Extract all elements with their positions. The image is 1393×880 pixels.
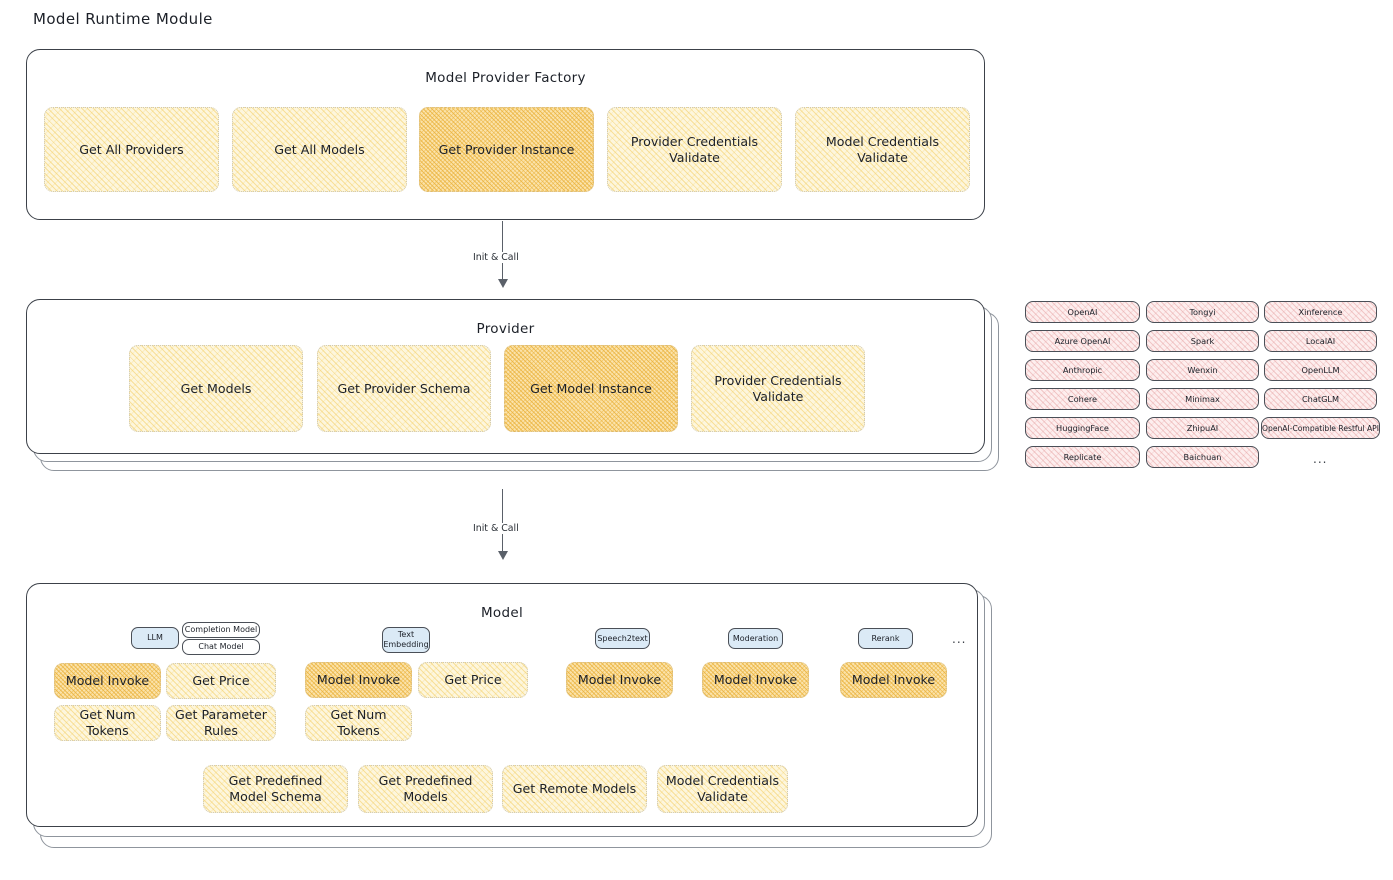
provider-title: Provider — [476, 321, 535, 337]
model-common-node-get-predefined-model-schema[interactable]: Get Predefined Model Schema — [203, 765, 348, 813]
llm-node-get-price[interactable]: Get Price — [166, 663, 276, 699]
provider-pill-cohere[interactable]: Cohere — [1025, 388, 1140, 410]
factory-node-get-all-providers[interactable]: Get All Providers — [44, 107, 219, 192]
provider-pill-anthropic[interactable]: Anthropic — [1025, 359, 1140, 381]
provider-node-provider-credentials-validate[interactable]: Provider Credentials Validate — [691, 345, 865, 432]
model-subtype-badge-completion-model[interactable]: Completion Model — [182, 622, 260, 638]
text-embedding-node-model-invoke[interactable]: Model Invoke — [305, 662, 412, 698]
text-embedding-node-get-num-tokens[interactable]: Get Num Tokens — [305, 705, 412, 741]
provider-pill-replicate[interactable]: Replicate — [1025, 446, 1140, 468]
factory-node-get-provider-instance[interactable]: Get Provider Instance — [419, 107, 594, 192]
llm-node-get-parameter-rules[interactable]: Get Parameter Rules — [166, 705, 276, 741]
provider-pill-openai-compatible-restful-api[interactable]: OpenAI-Compatible Restful API — [1261, 417, 1380, 439]
model-common-node-get-predefined-models[interactable]: Get Predefined Models — [358, 765, 493, 813]
model-common-node-model-credentials-validate[interactable]: Model Credentials Validate — [657, 765, 788, 813]
provider-pill-openllm[interactable]: OpenLLM — [1264, 359, 1377, 381]
arrow-provider-to-model-line — [502, 489, 504, 555]
text-embedding-node-get-price[interactable]: Get Price — [418, 662, 528, 698]
factory-node-model-credentials-validate[interactable]: Model Credentials Validate — [795, 107, 970, 192]
provider-node-get-models[interactable]: Get Models — [129, 345, 303, 432]
provider-node-get-provider-schema[interactable]: Get Provider Schema — [317, 345, 491, 432]
arrow-factory-to-provider-label: Init & Call — [470, 252, 522, 263]
provider-pill-azure-openai[interactable]: Azure OpenAI — [1025, 330, 1140, 352]
arrow-provider-to-model-label: Init & Call — [470, 523, 522, 534]
model-type-badge-moderation[interactable]: Moderation — [728, 628, 783, 649]
provider-pill-baichuan[interactable]: Baichuan — [1146, 446, 1259, 468]
page-title: Model Runtime Module — [33, 10, 213, 28]
arrow-provider-to-model-head — [498, 551, 508, 560]
factory-node-get-all-models[interactable]: Get All Models — [232, 107, 407, 192]
moderation-node-model-invoke[interactable]: Model Invoke — [702, 662, 809, 698]
provider-pill-minimax[interactable]: Minimax — [1146, 388, 1259, 410]
provider-pill-zhipuai[interactable]: ZhipuAI — [1146, 417, 1259, 439]
model-subtype-badge-chat-model[interactable]: Chat Model — [182, 639, 260, 655]
provider-pill-chatglm[interactable]: ChatGLM — [1264, 388, 1377, 410]
arrow-factory-to-provider-head — [498, 279, 508, 288]
model-type-badge-text-embedding[interactable]: Text Embedding — [382, 627, 430, 653]
provider-pill-spark[interactable]: Spark — [1146, 330, 1259, 352]
llm-node-get-num-tokens[interactable]: Get Num Tokens — [54, 705, 161, 741]
factory-node-provider-credentials-validate[interactable]: Provider Credentials Validate — [607, 107, 782, 192]
provider-pill-huggingface[interactable]: HuggingFace — [1025, 417, 1140, 439]
provider-list-more-ellipsis: ... — [1313, 452, 1328, 466]
model-type-badge-speech2text[interactable]: Speech2text — [595, 628, 650, 649]
provider-node-get-model-instance[interactable]: Get Model Instance — [504, 345, 678, 432]
model-common-node-get-remote-models[interactable]: Get Remote Models — [502, 765, 647, 813]
provider-pill-xinference[interactable]: Xinference — [1264, 301, 1377, 323]
provider-pill-wenxin[interactable]: Wenxin — [1146, 359, 1259, 381]
provider-pill-tongyi[interactable]: Tongyi — [1146, 301, 1259, 323]
provider-pill-localai[interactable]: LocalAI — [1264, 330, 1377, 352]
speech2text-node-model-invoke[interactable]: Model Invoke — [566, 662, 673, 698]
llm-node-model-invoke[interactable]: Model Invoke — [54, 663, 161, 699]
provider-pill-openai[interactable]: OpenAI — [1025, 301, 1140, 323]
rerank-node-model-invoke[interactable]: Model Invoke — [840, 662, 947, 698]
model-type-badge-rerank[interactable]: Rerank — [858, 628, 913, 649]
model-title: Model — [480, 605, 524, 621]
model-type-badge-llm[interactable]: LLM — [131, 627, 179, 649]
model-types-more-ellipsis: ... — [952, 632, 967, 646]
model-provider-factory-title: Model Provider Factory — [425, 70, 586, 86]
